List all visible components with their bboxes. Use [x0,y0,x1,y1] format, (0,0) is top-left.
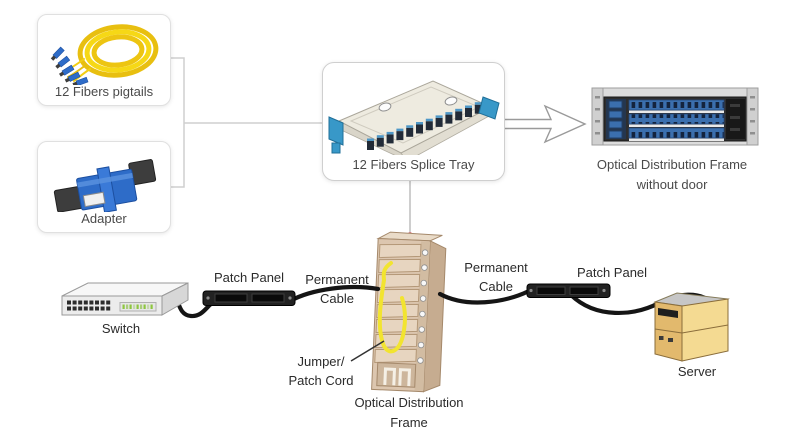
patch-panel-right-image [526,283,611,298]
splice-tray-image [328,80,500,155]
patch-panel-right-label: Patch Panel [576,265,648,280]
permanent-cable-right-line2: Cable [479,279,513,294]
switch-label: Switch [101,321,141,336]
odf-rack-image [591,87,759,146]
permanent-cable-left-line2: Cable [320,291,354,306]
server-image [653,292,730,362]
jumper-patch-cord-cable [377,261,408,354]
jumper-label-line1: Jumper/ [297,354,345,369]
odf-label-line2: Frame [390,415,428,430]
splice-tray-card: 12 Fibers Splice Tray [322,62,505,181]
server-label: Server [677,364,717,379]
connector-lines [169,57,411,233]
adapter-label: Adapter [81,211,127,226]
adapter-image [53,159,157,212]
splice-tray-slots [367,102,482,150]
rack-label-line2: without door [636,177,708,192]
cable-panel-to-odf-left [287,285,381,304]
patch-panel-left-label: Patch Panel [213,270,285,285]
jumper-pointer-line [350,340,385,362]
permanent-cable-right-label: Permanent Cable [446,258,546,296]
cable-odf-to-panel-right [437,288,532,305]
adapter-card: Adapter [37,141,171,233]
odf-label-line1: Optical Distribution [354,395,464,410]
rack-label-line1: Optical Distribution Frame [596,157,748,172]
jumper-label-line2: Patch Cord [288,373,354,388]
permanent-cable-right-line1: Permanent [464,260,528,275]
odf-frame-label: Optical Distribution Frame [334,393,484,431]
pigtails-card: 12 Fibers pigtails [37,14,171,106]
jumper-patch-cord-label: Jumper/ Patch Cord [271,352,371,390]
splice-tray-label: 12 Fibers Splice Tray [352,157,475,172]
permanent-cable-left-label: Permanent Cable [287,270,387,308]
switch-image [61,282,189,316]
rack-label: Optical Distribution Frame without door [572,155,772,195]
pigtails-label: 12 Fibers pigtails [54,84,154,99]
arrow-right-icon [503,104,587,144]
pigtails-image [50,24,159,85]
sc-connectors [50,46,89,85]
permanent-cable-left-line1: Permanent [305,272,369,287]
odf-tower-image [371,231,447,393]
patch-panel-left-image [202,290,296,306]
